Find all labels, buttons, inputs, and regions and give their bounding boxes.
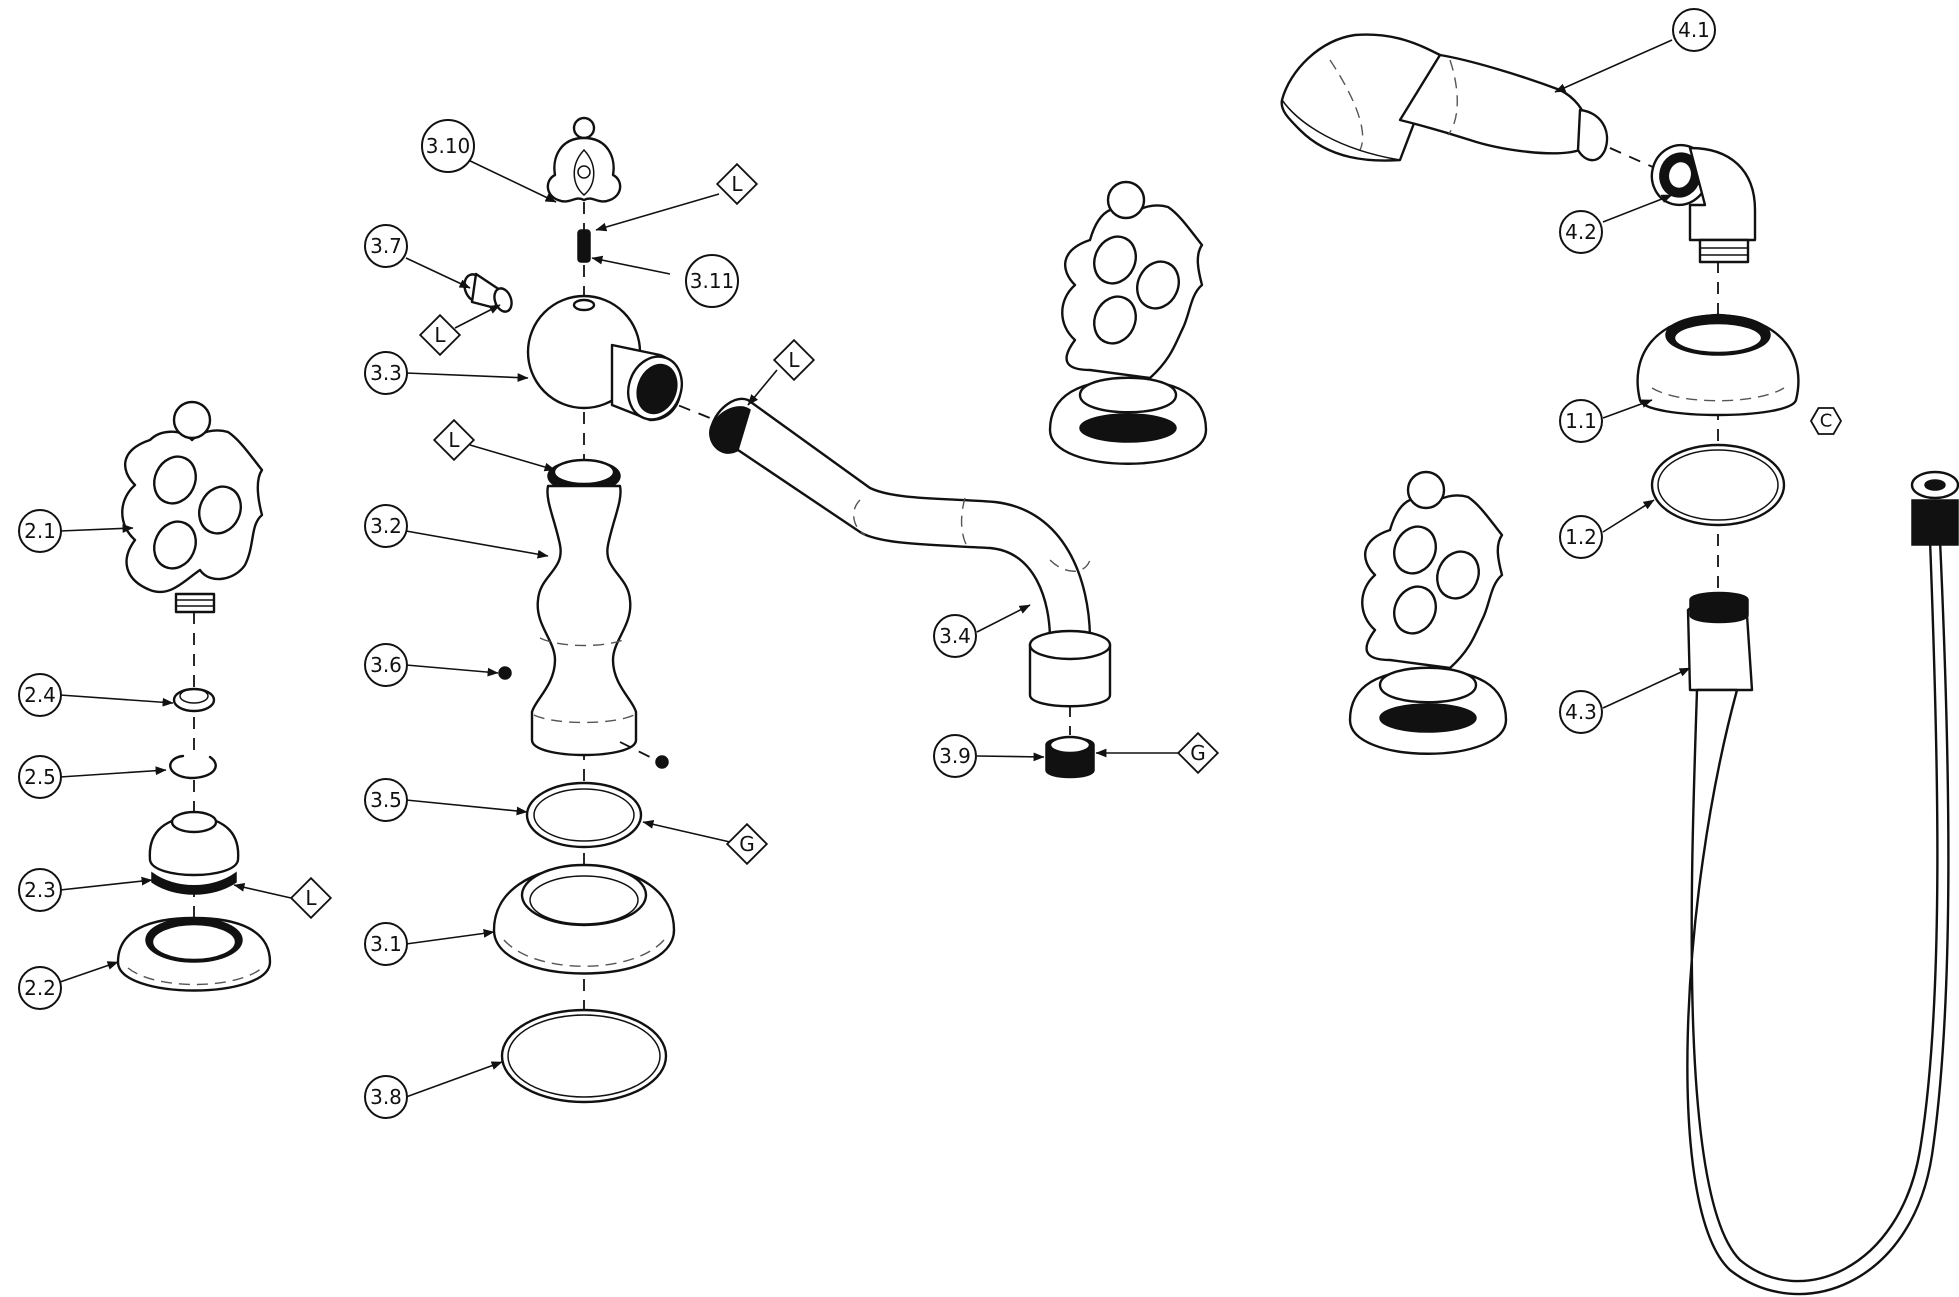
svg-text:2.4: 2.4 — [24, 683, 56, 707]
left-handle-assembly — [116, 400, 272, 992]
svg-text:G: G — [1190, 741, 1206, 765]
part-4-1-hand-shower — [1280, 33, 1609, 162]
callout-3-5[interactable]: 3.5 — [364, 778, 408, 822]
part-3-3-ball-body — [526, 294, 683, 422]
callout-4-2[interactable]: 4.2 — [1559, 210, 1603, 254]
svg-text:L: L — [434, 323, 446, 347]
callout-2-2[interactable]: 2.2 — [18, 966, 62, 1010]
svg-text:C: C — [1820, 411, 1833, 432]
svg-text:L: L — [305, 886, 317, 910]
right-handle-assembly — [1348, 470, 1508, 755]
svg-text:4.3: 4.3 — [1565, 700, 1597, 724]
hex-mark-c[interactable]: C — [1809, 407, 1843, 435]
svg-text:2.3: 2.3 — [24, 878, 56, 902]
part-1-1-flange — [1636, 313, 1800, 417]
svg-text:3.11: 3.11 — [690, 269, 735, 293]
svg-text:L: L — [731, 172, 743, 196]
part-3-6-setscrew-2 — [655, 755, 669, 769]
tag-l-2-3[interactable]: L — [289, 876, 333, 920]
part-3-4-spout — [709, 397, 1112, 708]
part-2-2-flange — [116, 916, 272, 992]
part-3-9-aerator — [1045, 735, 1095, 779]
part-2-5-clip — [169, 754, 217, 780]
callout-3-8[interactable]: 3.8 — [364, 1075, 408, 1119]
callout-3-10[interactable]: 3.10 — [421, 119, 475, 173]
svg-text:4.2: 4.2 — [1565, 220, 1597, 244]
part-2-3-bonnet — [148, 810, 240, 895]
svg-text:3.1: 3.1 — [370, 932, 402, 956]
callout-4-3[interactable]: 4.3 — [1559, 690, 1603, 734]
callout-3-1[interactable]: 3.1 — [364, 922, 408, 966]
svg-text:2.2: 2.2 — [24, 976, 56, 1000]
part-3-10-finial — [546, 116, 622, 203]
part-3-11-screw — [577, 229, 591, 263]
part-1-2-ring — [1650, 443, 1786, 527]
part-3-8-gasket — [500, 1008, 668, 1104]
tag-g-3-9[interactable]: G — [1176, 731, 1220, 775]
svg-text:3.6: 3.6 — [370, 653, 402, 677]
tag-g-3-5[interactable]: G — [725, 822, 769, 866]
diamond-tags: L L L L L G G — [289, 162, 1220, 920]
callout-3-3[interactable]: 3.3 — [364, 351, 408, 395]
part-3-2-column — [530, 458, 638, 757]
part-3-5-oring — [525, 781, 643, 849]
callout-3-6[interactable]: 3.6 — [364, 643, 408, 687]
part-4-3-hose — [1686, 470, 1959, 1296]
hand-shower-assembly — [1280, 33, 1959, 1296]
tag-l-3-2[interactable]: L — [432, 418, 476, 462]
callout-3-2[interactable]: 3.2 — [364, 504, 408, 548]
callout-4-1[interactable]: 4.1 — [1672, 8, 1716, 52]
callout-bubbles: 2.1 2.4 2.5 2.3 2.2 3.10 3.7 3.11 3.3 3.… — [18, 8, 1716, 1119]
svg-text:1.1: 1.1 — [1565, 409, 1597, 433]
callout-3-9[interactable]: 3.9 — [933, 734, 977, 778]
svg-text:3.8: 3.8 — [370, 1085, 402, 1109]
svg-text:3.4: 3.4 — [939, 624, 971, 648]
part-2-1-handle — [121, 400, 264, 614]
svg-text:3.5: 3.5 — [370, 788, 402, 812]
part-2-4-ring — [172, 687, 216, 713]
svg-text:4.1: 4.1 — [1678, 18, 1710, 42]
part-4-2-elbow — [1650, 143, 1757, 264]
spout-assembly — [463, 116, 1112, 1104]
callout-1-2[interactable]: 1.2 — [1559, 515, 1603, 559]
callout-3-7[interactable]: 3.7 — [364, 224, 408, 268]
part-3-7-cap — [463, 272, 513, 313]
svg-text:2.1: 2.1 — [24, 519, 56, 543]
callout-2-1[interactable]: 2.1 — [18, 509, 62, 553]
svg-text:3.2: 3.2 — [370, 514, 402, 538]
callout-2-3[interactable]: 2.3 — [18, 868, 62, 912]
svg-text:2.5: 2.5 — [24, 765, 56, 789]
svg-text:1.2: 1.2 — [1565, 525, 1597, 549]
tag-l-3-7[interactable]: L — [418, 313, 462, 357]
tag-l-3-11[interactable]: L — [715, 162, 759, 206]
svg-text:L: L — [448, 428, 460, 452]
tag-l-3-4[interactable]: L — [772, 338, 816, 382]
middle-handle-assembly — [1048, 180, 1208, 465]
leader-lines — [59, 39, 1691, 1098]
svg-text:L: L — [788, 348, 800, 372]
svg-text:3.9: 3.9 — [939, 744, 971, 768]
svg-text:3.3: 3.3 — [370, 361, 402, 385]
part-3-6-setscrew — [498, 666, 512, 680]
svg-text:3.10: 3.10 — [426, 134, 471, 158]
part-3-1-base-flange — [492, 863, 676, 975]
callout-2-4[interactable]: 2.4 — [18, 673, 62, 717]
svg-text:G: G — [739, 832, 755, 856]
callout-3-4[interactable]: 3.4 — [933, 614, 977, 658]
svg-text:3.7: 3.7 — [370, 234, 402, 258]
callout-1-1[interactable]: 1.1 — [1559, 399, 1603, 443]
callout-2-5[interactable]: 2.5 — [18, 755, 62, 799]
callout-3-11[interactable]: 3.11 — [685, 254, 739, 308]
